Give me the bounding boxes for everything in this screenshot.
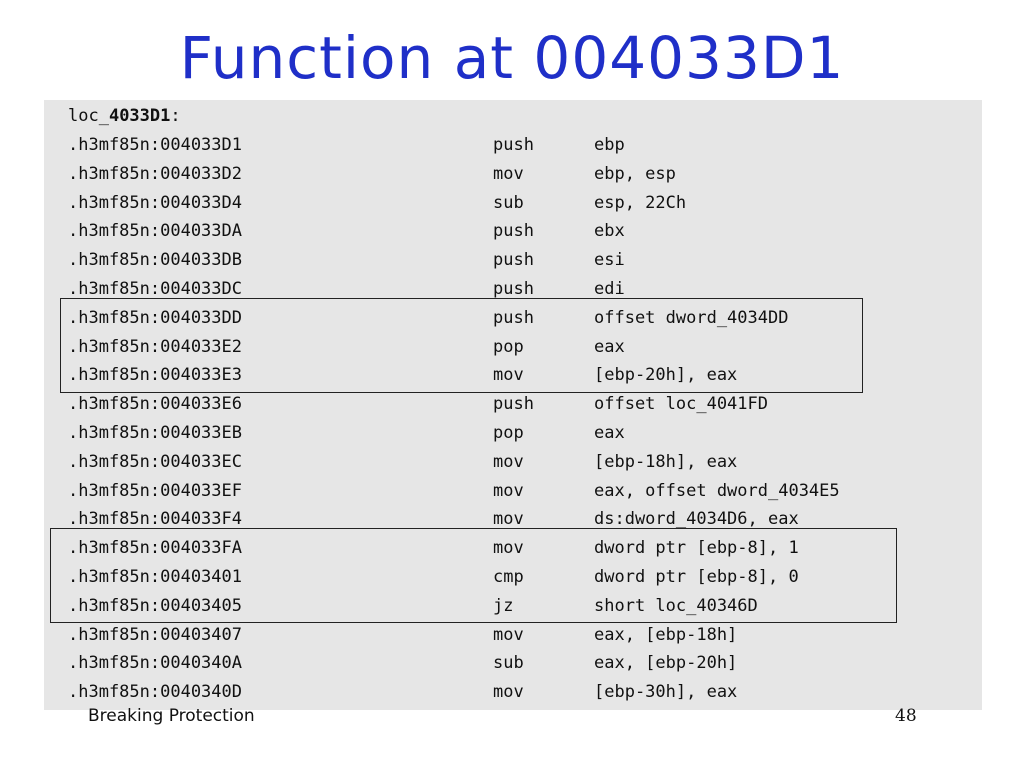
code-mnemonic: pop [493, 423, 524, 443]
code-operands: [ebp-18h], eax [594, 451, 738, 472]
code-address: .h3mf85n:004033D4 [68, 192, 242, 213]
code-mnemonic: cmp [493, 567, 524, 587]
code-mnemonic: mov [493, 682, 524, 703]
highlight-box-push-pop [60, 298, 863, 393]
code-address: .h3mf85n:004033DA [68, 221, 242, 242]
code-address: .h3mf85n:004033DD [68, 307, 242, 328]
code-operands: [ebp-30h], eax [594, 682, 738, 703]
code-address: .h3mf85n:004033D2 [68, 163, 242, 184]
label-suffix: : [170, 106, 181, 126]
code-mnemonic: push [493, 135, 534, 155]
code-address: .h3mf85n:004033EB [68, 423, 242, 443]
code-operands: offset dword_4034DD [594, 307, 789, 328]
code-operands: eax [594, 336, 625, 357]
code-operands: ebp, esp [594, 163, 676, 184]
code-mnemonic: mov [493, 509, 524, 530]
code-mnemonic: mov [493, 538, 524, 559]
code-address: .h3mf85n:004033DB [68, 250, 242, 271]
code-address: .h3mf85n:004033E3 [68, 365, 242, 386]
code-operands: [ebp-20h], eax [594, 365, 738, 386]
code-operands: eax, [ebp-18h] [594, 624, 738, 645]
code-address: .h3mf85n:0040340D [68, 682, 242, 703]
code-mnemonic: push [493, 394, 534, 415]
code-mnemonic: mov [493, 451, 524, 472]
code-operands: eax [594, 423, 625, 443]
code-operands: eax, offset dword_4034E5 [594, 480, 840, 501]
code-address: .h3mf85n:004033EC [68, 451, 242, 472]
code-mnemonic: pop [493, 336, 524, 357]
code-address: .h3mf85n:004033EF [68, 480, 242, 501]
code-operands: ds:dword_4034D6, eax [594, 509, 799, 530]
code-address: .h3mf85n:004033E2 [68, 336, 242, 357]
code-mnemonic: mov [493, 365, 524, 386]
code-mnemonic: push [493, 221, 534, 242]
code-mnemonic: sub [493, 192, 524, 213]
disassembly-panel [44, 100, 982, 710]
code-address: .h3mf85n:00403401 [68, 567, 242, 587]
code-operands: offset loc_4041FD [594, 394, 768, 415]
label-address: 4033D1 [108, 106, 171, 126]
highlight-box-cmp-jz [50, 528, 897, 623]
page-number: 48 [895, 706, 917, 726]
code-operands: esp, 22Ch [594, 192, 687, 213]
code-mnemonic: push [493, 250, 534, 271]
code-address: .h3mf85n:004033FA [68, 538, 242, 559]
code-address: .h3mf85n:004033E6 [68, 394, 242, 415]
code-mnemonic: push [493, 279, 534, 299]
code-address: .h3mf85n:004033DC [68, 279, 242, 299]
code-mnemonic: mov [493, 480, 524, 501]
code-operands: esi [594, 250, 625, 271]
slide-title: Function at 004033D1 [179, 24, 845, 92]
code-address: .h3mf85n:00403405 [68, 595, 242, 616]
code-operands: ebp [594, 135, 625, 155]
label-prefix: loc_ [68, 106, 109, 126]
code-operands: dword ptr [ebp-8], 1 [594, 538, 799, 559]
code-mnemonic: mov [493, 163, 524, 184]
code-mnemonic: mov [493, 624, 524, 645]
code-address: .h3mf85n:004033D1 [68, 135, 242, 155]
code-operands: short loc_40346D [594, 595, 758, 616]
code-label: loc_4033D1: [68, 102, 181, 130]
code-mnemonic: push [493, 307, 534, 328]
code-mnemonic: sub [493, 653, 524, 674]
code-address: .h3mf85n:0040340A [68, 653, 242, 674]
code-address: .h3mf85n:00403407 [68, 624, 242, 645]
footer-text: Breaking Protection [88, 706, 255, 726]
code-operands: eax, [ebp-20h] [594, 653, 738, 674]
code-mnemonic: jz [493, 595, 514, 616]
code-operands: edi [594, 279, 625, 299]
code-operands: dword ptr [ebp-8], 0 [594, 567, 799, 587]
code-address: .h3mf85n:004033F4 [68, 509, 242, 530]
code-operands: ebx [594, 221, 625, 242]
